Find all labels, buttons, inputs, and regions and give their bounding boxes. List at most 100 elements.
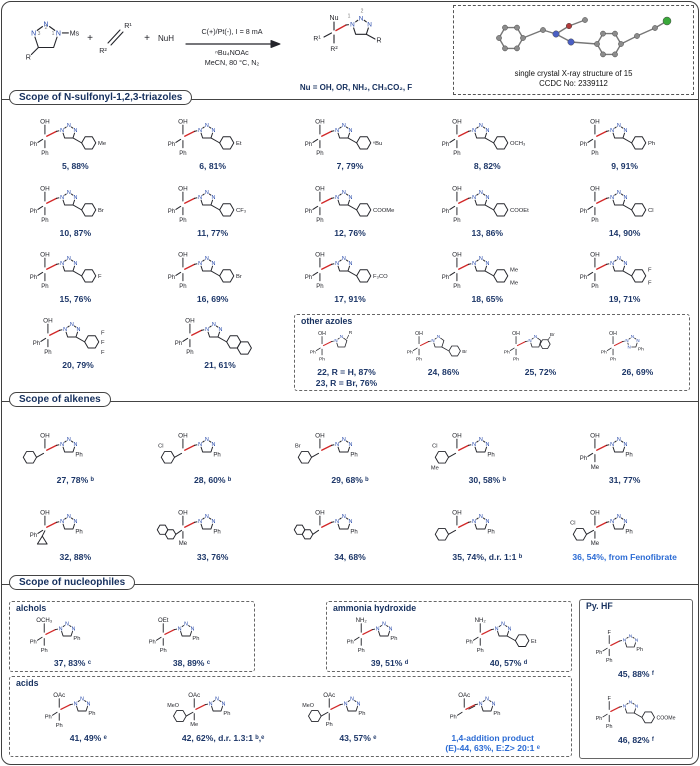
svg-text:N: N (349, 442, 353, 448)
svg-text:COOEt: COOEt (510, 208, 529, 214)
svg-text:Ph: Ph (625, 530, 632, 536)
svg-text:N: N (635, 704, 639, 710)
svg-text:F: F (607, 696, 611, 702)
svg-text:N: N (382, 622, 386, 628)
svg-text:Ph: Ph (213, 530, 220, 536)
svg-text:N: N (335, 195, 339, 201)
svg-text:Ph: Ph (326, 722, 333, 728)
svg-text:OAc: OAc (323, 692, 335, 699)
svg-text:OH: OH (43, 317, 53, 324)
group-label: alchols (16, 602, 47, 613)
svg-text:N: N (77, 327, 81, 333)
svg-text:N: N (623, 520, 627, 526)
svg-text:N: N (198, 442, 202, 448)
svg-text:N: N (204, 190, 208, 196)
svg-text:N: N (198, 129, 202, 135)
svg-text:N: N (211, 129, 215, 135)
compound-caption: 1,4-addition product (451, 732, 534, 743)
svg-text:N: N (177, 626, 181, 632)
svg-text:N: N (528, 338, 531, 343)
svg-text:OH: OH (452, 185, 462, 192)
svg-text:N: N (629, 700, 633, 706)
svg-text:Et: Et (531, 639, 537, 645)
svg-text:OH: OH (178, 251, 188, 258)
svg-text:N: N (63, 327, 67, 333)
svg-text:Ph: Ph (606, 658, 613, 664)
svg-text:Ph: Ph (56, 723, 63, 729)
svg-text:Me: Me (510, 280, 518, 286)
svg-text:Br: Br (295, 443, 301, 449)
compound-caption: 23, R = Br, 76% (315, 377, 378, 388)
svg-text:N: N (60, 129, 64, 135)
svg-text:N: N (629, 633, 633, 639)
svg-text:1: 1 (348, 14, 351, 20)
compound-caption: 18, 65% (471, 293, 504, 304)
svg-text:OH: OH (452, 510, 462, 517)
svg-text:N: N (65, 622, 69, 628)
svg-text:F₃CO: F₃CO (373, 274, 388, 280)
svg-text:F: F (101, 340, 105, 346)
svg-text:Ph: Ph (29, 640, 36, 646)
compound-caption: 7, 79% (336, 161, 364, 172)
compound-caption: 14, 90% (608, 227, 641, 238)
svg-text:N: N (627, 345, 630, 350)
svg-text:MeO: MeO (302, 702, 314, 708)
svg-text:N: N (211, 261, 215, 267)
svg-text:N: N (58, 626, 62, 632)
section-title-alkenes: Scope of alkenes (9, 392, 111, 407)
xray-caption-line1: single crystal X-ray structure of 15 (514, 69, 633, 78)
svg-text:N: N (74, 442, 78, 448)
svg-text:N: N (56, 30, 61, 37)
svg-text:Ph: Ph (42, 284, 49, 290)
svg-text:F: F (98, 274, 102, 280)
svg-text:OH: OH (40, 432, 50, 439)
svg-text:Ph: Ph (179, 217, 186, 223)
svg-text:N: N (479, 515, 483, 521)
svg-text:N: N (67, 256, 71, 262)
svg-text:C(+)/Pt(-), I = 8 mA: C(+)/Pt(-), I = 8 mA (201, 27, 262, 36)
svg-text:Ph: Ph (45, 714, 52, 720)
svg-text:Br: Br (236, 274, 242, 280)
svg-text:N: N (501, 622, 505, 628)
svg-text:N: N (472, 442, 476, 448)
svg-text:N: N (631, 334, 634, 339)
svg-text:OAc: OAc (188, 692, 200, 699)
group-label: ammonia hydroxide (333, 602, 417, 613)
svg-text:N: N (472, 520, 476, 526)
svg-text:N: N (335, 442, 339, 448)
svg-text:OH: OH (590, 185, 600, 192)
svg-text:OAc: OAc (54, 692, 66, 699)
svg-text:Ph: Ph (442, 142, 449, 148)
compound-caption: 28, 60% ᵇ (194, 474, 232, 485)
svg-text:Br: Br (462, 349, 467, 355)
svg-text:Ph: Ph (476, 648, 483, 654)
svg-text:N: N (486, 520, 490, 526)
svg-text:N: N (349, 261, 353, 267)
svg-text:Ph: Ph (579, 209, 586, 215)
svg-text:OAc: OAc (458, 692, 470, 699)
svg-text:N: N (190, 626, 194, 632)
compound-caption: 21, 61% (204, 360, 236, 371)
svg-text:N: N (491, 701, 495, 707)
svg-text:N: N (74, 129, 78, 135)
svg-text:3: 3 (38, 31, 41, 37)
